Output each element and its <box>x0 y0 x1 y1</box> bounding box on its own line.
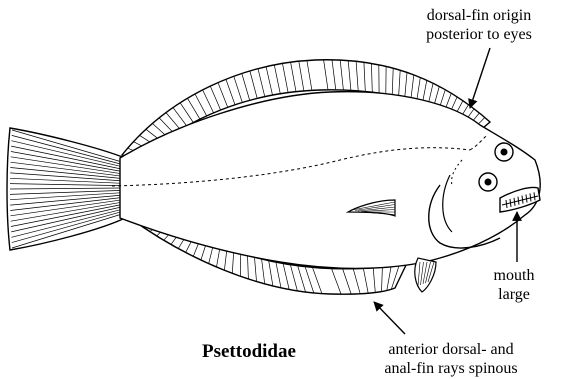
upper-eye <box>495 143 513 161</box>
spinous-rays-label-line-2: anal-fin rays spinous <box>340 359 562 378</box>
mouth-label: mouth large <box>474 266 554 304</box>
dorsal-origin-arrow <box>470 48 490 108</box>
dorsal-origin-label-line-2: posterior to eyes <box>394 25 562 44</box>
pelvic-fin <box>415 258 436 292</box>
spinous-rays-label-line-1: anterior dorsal- and <box>340 340 562 359</box>
dorsal-origin-label-line-1: dorsal-fin origin <box>394 6 562 25</box>
mouth-label-line-2: large <box>474 285 554 304</box>
spinous-rays-label: anterior dorsal- and anal-fin rays spino… <box>340 340 562 378</box>
family-name: Psettodidae <box>202 341 296 363</box>
lower-eye <box>479 173 497 191</box>
dorsal-origin-label: dorsal-fin origin posterior to eyes <box>394 6 562 44</box>
spinous-rays-arrow <box>374 302 405 334</box>
mouth-label-line-1: mouth <box>474 266 554 285</box>
caudal-fin <box>7 128 125 250</box>
